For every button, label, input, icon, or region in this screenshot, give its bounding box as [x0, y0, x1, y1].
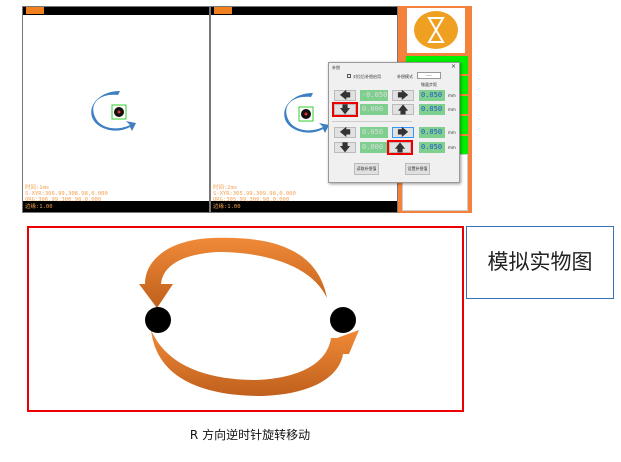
unit-label: mm	[448, 145, 456, 150]
unit-label: mm	[448, 130, 456, 135]
checkbox-label: 对位后补偿启用	[353, 74, 381, 79]
view-tab[interactable]	[214, 7, 232, 14]
view-info: 时间:1ms S-XYR:306.99,308.98,0.000 ORG:306…	[25, 184, 108, 210]
x2-minus-button[interactable]: 🡄	[334, 127, 356, 138]
x1-step[interactable]: 0.050	[419, 90, 445, 101]
step-label: 微量步距	[421, 82, 437, 87]
view-tab[interactable]	[26, 7, 44, 14]
x1-value[interactable]: -0.050	[360, 90, 388, 101]
y-plus-button[interactable]: 🡅	[392, 104, 414, 115]
label-box: 模拟实物图	[466, 226, 614, 299]
view-status-bar	[23, 201, 209, 212]
view-toolbar	[211, 7, 397, 15]
mode-select[interactable]: ----	[417, 72, 441, 79]
view-info: 时间:2ms S-XYR:305.99,309.98,0.000 ORG:305…	[213, 184, 296, 210]
x2-step[interactable]: 0.050	[419, 127, 445, 138]
view-toolbar	[23, 7, 209, 15]
y-minus-button[interactable]: 🡇	[332, 102, 358, 117]
x2-value[interactable]: 0.050	[360, 127, 388, 138]
enable-checkbox[interactable]	[347, 74, 351, 78]
top-arc-arrow	[139, 237, 327, 308]
y1-value[interactable]: 0.000	[360, 104, 388, 115]
set-compensation-button[interactable]: 设置补偿值	[405, 163, 430, 175]
y2-plus-button[interactable]: 🡅	[387, 140, 413, 155]
caption: R 方向逆时针旋转移动	[189, 428, 311, 442]
hourglass-icon[interactable]	[407, 8, 465, 53]
view-status-bar	[211, 201, 397, 212]
close-button[interactable]: ×	[450, 63, 456, 70]
select-label: 补偿模式	[397, 74, 413, 79]
left-point	[145, 307, 171, 333]
read-compensation-button[interactable]: 读取补偿值	[354, 163, 379, 175]
y2-minus-button[interactable]: 🡇	[334, 142, 356, 153]
rotate-arrow-icon	[284, 93, 329, 133]
bottom-arc-arrow	[151, 330, 359, 396]
camera-view-1: 时间:1ms S-XYR:306.99,308.98,0.000 ORG:306…	[22, 6, 210, 213]
x-minus-button[interactable]: 🡄	[334, 90, 356, 101]
right-point	[330, 307, 356, 333]
x-plus-button[interactable]: 🡆	[392, 90, 414, 101]
simulation-box	[27, 226, 464, 412]
y1-step[interactable]: 0.050	[419, 104, 445, 115]
rotation-diagram	[139, 237, 359, 396]
unit-label: mm	[448, 107, 456, 112]
unit-label: mm	[448, 93, 456, 98]
divider	[332, 121, 412, 122]
x2-plus-button[interactable]: 🡆	[392, 127, 414, 138]
dialog-title: 补偿	[332, 65, 340, 70]
y2-value[interactable]: 0.000	[360, 142, 388, 153]
rotate-arrow-icon	[91, 91, 136, 131]
y2-step[interactable]: 0.050	[419, 142, 445, 153]
compensation-dialog: 补偿 × 对位后补偿启用 补偿模式 ---- 微量步距 🡄 -0.050 🡆 0…	[328, 62, 460, 183]
